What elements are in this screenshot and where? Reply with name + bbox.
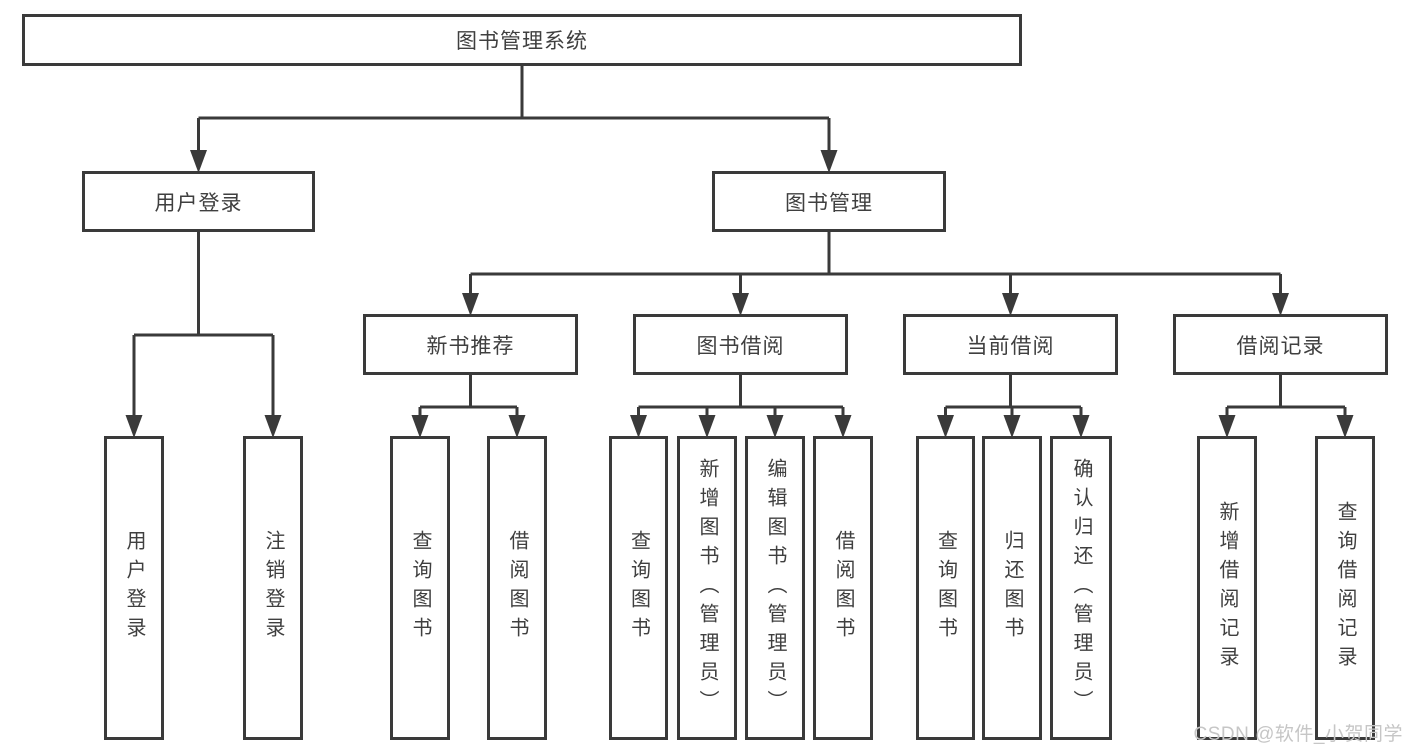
leaf-new-books-0: 查询图书: [390, 436, 450, 740]
leaf-book-borrow-1: 新增图书（管理员）: [677, 436, 737, 740]
leaf-current-borrow-0-label: 查询图书: [934, 530, 957, 646]
watermark: CSDN @软件_小贺同学: [1193, 724, 1403, 745]
leaf-book-borrow-3: 借阅图书: [813, 436, 873, 740]
node-root-label: 图书管理系统: [456, 30, 588, 53]
leaf-current-borrow-1-label: 归还图书: [1001, 530, 1023, 646]
leaf-current-borrow-2-label: 确认归还（管理员）: [1070, 457, 1092, 719]
node-current-borrow: 当前借阅: [903, 314, 1118, 375]
leaf-current-borrow-2: 确认归还（管理员）: [1050, 436, 1112, 740]
leaf-user-login-0: 用户登录: [104, 436, 164, 740]
leaf-new-books-1-label: 借阅图书: [506, 530, 528, 646]
node-book-mgmt-label: 图书管理: [785, 191, 873, 215]
node-borrow-records: 借阅记录: [1173, 314, 1388, 375]
leaf-new-books-0-label: 查询图书: [409, 530, 431, 646]
leaf-user-login-0-label: 用户登录: [123, 530, 145, 646]
leaf-new-books-1: 借阅图书: [487, 436, 547, 740]
node-book-borrow: 图书借阅: [633, 314, 848, 375]
leaf-book-borrow-2-label: 编辑图书（管理员）: [764, 457, 786, 719]
leaf-book-borrow-0-label: 查询图书: [627, 530, 650, 646]
leaf-book-borrow-2: 编辑图书（管理员）: [745, 436, 805, 740]
node-user-login: 用户登录: [82, 171, 315, 232]
leaf-user-login-1: 注销登录: [243, 436, 303, 740]
node-root: 图书管理系统: [22, 14, 1022, 66]
node-user-login-label: 用户登录: [154, 191, 243, 215]
node-borrow-records-label: 借阅记录: [1236, 334, 1325, 358]
leaf-current-borrow-0: 查询图书: [916, 436, 975, 740]
node-new-books-label: 新书推荐: [426, 334, 515, 358]
node-new-books: 新书推荐: [363, 314, 578, 375]
node-book-mgmt: 图书管理: [712, 171, 946, 232]
leaf-user-login-1-label: 注销登录: [262, 530, 284, 646]
leaf-book-borrow-1-label: 新增图书（管理员）: [696, 457, 718, 719]
leaf-borrow-records-1-label: 查询借阅记录: [1334, 501, 1356, 675]
leaf-borrow-records-1: 查询借阅记录: [1315, 436, 1375, 740]
leaf-borrow-records-0: 新增借阅记录: [1197, 436, 1257, 740]
node-book-borrow-label: 图书借阅: [696, 334, 785, 358]
leaf-borrow-records-0-label: 新增借阅记录: [1216, 501, 1238, 675]
leaf-book-borrow-3-label: 借阅图书: [832, 530, 854, 646]
node-current-borrow-label: 当前借阅: [966, 334, 1055, 358]
leaf-current-borrow-1: 归还图书: [982, 436, 1042, 740]
leaf-book-borrow-0: 查询图书: [609, 436, 668, 740]
